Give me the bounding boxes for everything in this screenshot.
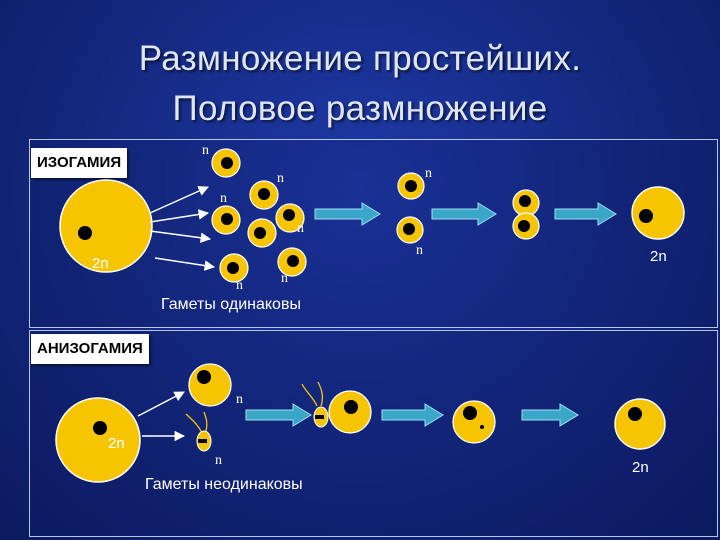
anisogamy-sperm-cell <box>185 411 212 452</box>
anisogamy-process-arrow <box>381 403 444 427</box>
isogamy-parent-ploidy: 2n <box>92 255 109 272</box>
anisogamy-division-arrows <box>137 391 186 442</box>
isogamy-process-arrow <box>431 202 497 226</box>
anisogamy-panel <box>29 330 718 537</box>
slide-title-line-2: Половое размножение <box>172 89 548 128</box>
anisogamy-process-arrow <box>245 403 312 427</box>
isogamy-haploid-label: n <box>236 278 243 293</box>
isogamy-haploid-label: n <box>202 143 209 158</box>
isogamy-haploid-label: n <box>281 271 288 286</box>
anisogamy-haploid-label: n <box>236 392 243 407</box>
slide-title: Размножение простейших. Половое размноже… <box>0 34 720 134</box>
anisogamy-fused-cell <box>452 400 496 444</box>
anisogamy-parent-ploidy: 2n <box>108 435 125 452</box>
isogamy-haploid-label: n <box>416 243 423 258</box>
isogamy-gamete <box>397 172 425 200</box>
isogamy-gamete <box>249 180 279 210</box>
isogamy-haploid-label: n <box>220 191 227 206</box>
isogamy-caption: Гаметы одинаковы <box>161 296 301 313</box>
anisogamy-haploid-label: n <box>215 453 222 468</box>
isogamy-gamete <box>396 216 424 244</box>
isogamy-zygote <box>631 186 685 240</box>
anisogamy-egg-cell <box>188 363 232 407</box>
isogamy-parent-cell <box>59 179 153 273</box>
isogamy-gamete <box>275 203 305 233</box>
isogamy-gamete <box>211 148 241 178</box>
anisogamy-zygote-ploidy: 2n <box>632 459 649 476</box>
anisogamy-fertilization <box>301 381 372 434</box>
anisogamy-caption: Гаметы неодинаковы <box>145 476 303 493</box>
anisogamy-process-arrow <box>521 403 579 427</box>
isogamy-process-arrow <box>314 202 381 226</box>
slide-title-line-1: Размножение простейших. <box>138 39 582 78</box>
anisogamy-parent-cell <box>55 397 141 483</box>
isogamy-gamete <box>277 247 307 277</box>
isogamy-process-arrow <box>554 202 617 226</box>
anisogamy-label: АНИЗОГАМИЯ <box>31 334 149 364</box>
isogamy-gamete <box>211 205 241 235</box>
isogamy-haploid-label: n <box>297 221 304 236</box>
isogamy-zygote-ploidy: 2n <box>650 248 667 265</box>
isogamy-division-arrows <box>149 186 216 271</box>
isogamy-gamete <box>247 218 277 248</box>
anisogamy-zygote <box>614 398 666 450</box>
isogamy-gamete <box>219 253 249 283</box>
isogamy-haploid-label: n <box>425 166 432 181</box>
isogamy-haploid-label: n <box>277 171 284 186</box>
isogamy-fusing-gametes <box>512 189 540 240</box>
isogamy-label: ИЗОГАМИЯ <box>31 148 128 178</box>
